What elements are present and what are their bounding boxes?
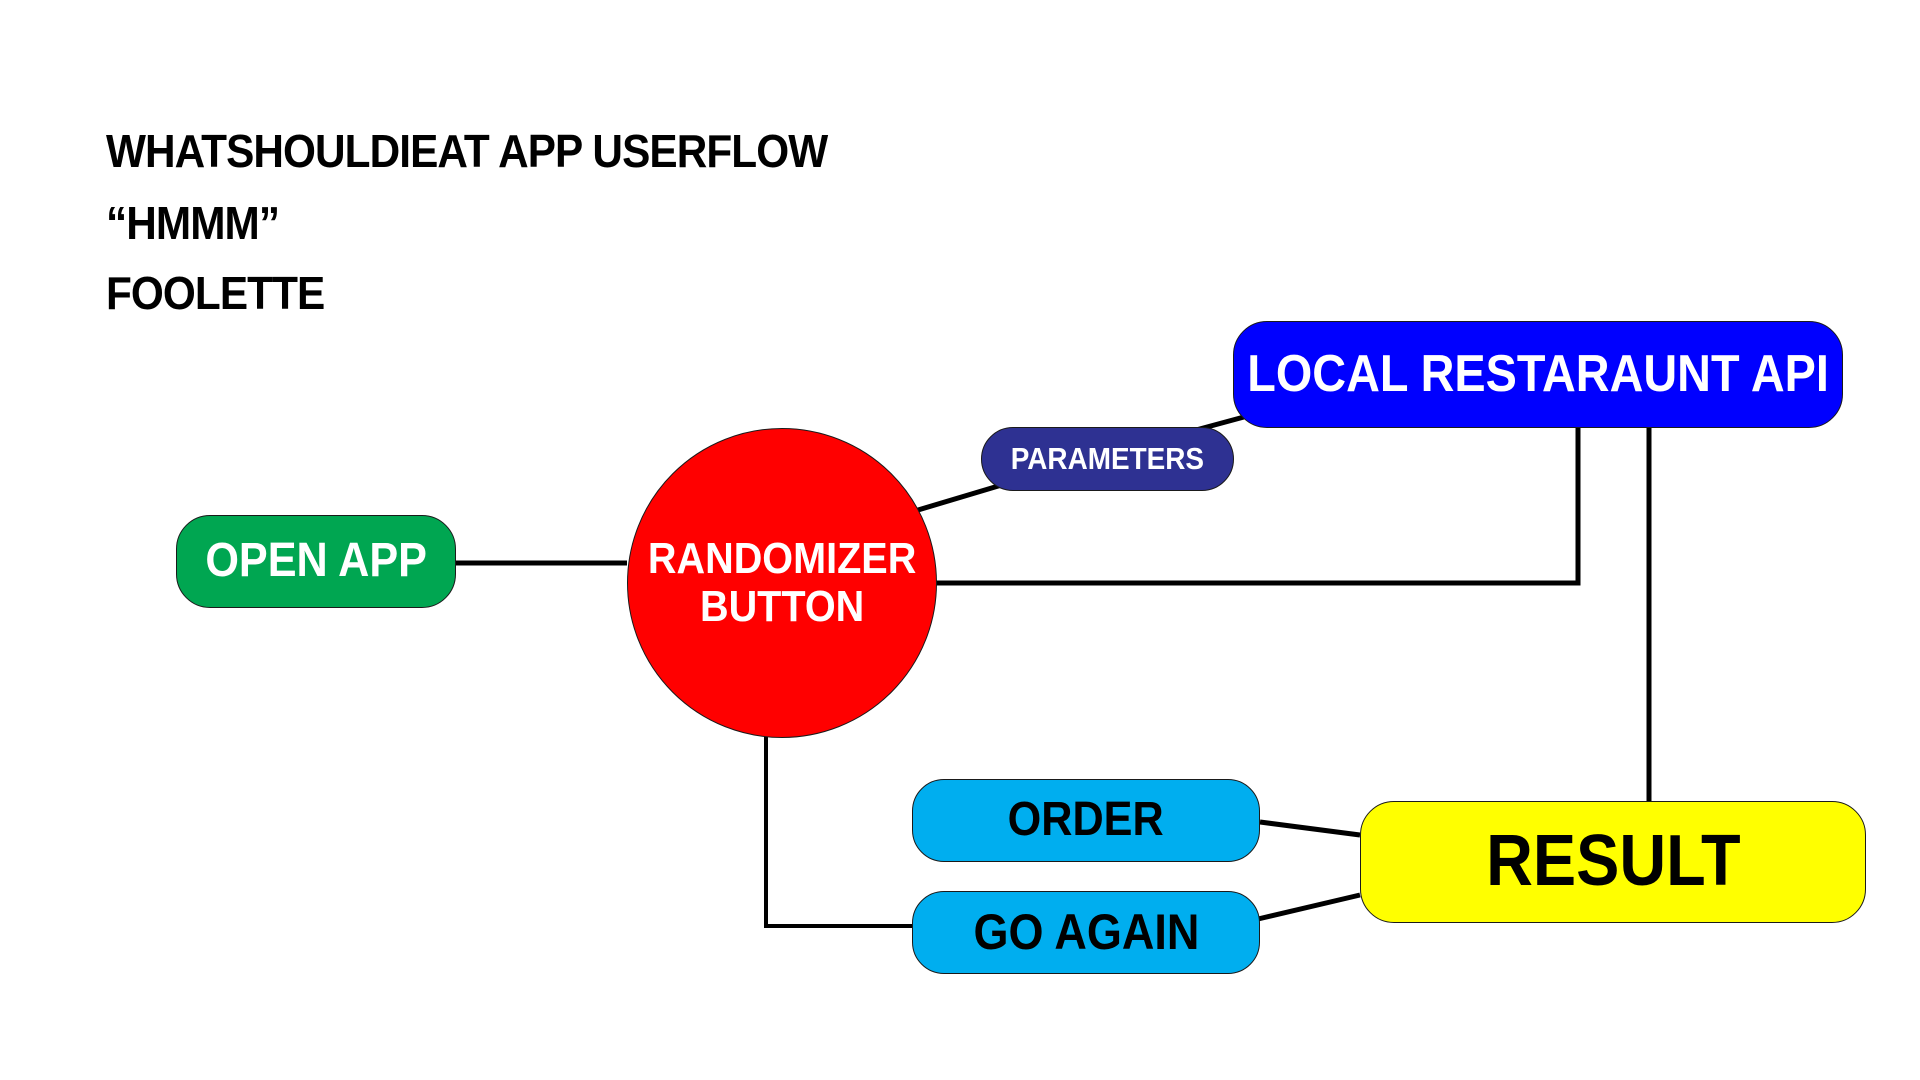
node-result: RESULT (1360, 801, 1866, 923)
node-go-again: GO AGAIN (912, 891, 1260, 974)
node-local-restaurant-api: LOCAL RESTARAUNT API (1233, 321, 1843, 428)
edge-randomizer-to-api (936, 428, 1581, 586)
node-order-label: ORDER (1007, 793, 1165, 847)
node-randomizer-button: RANDOMIZER BUTTON (627, 428, 937, 738)
node-go-again-label: GO AGAIN (973, 904, 1199, 960)
edge-randomizer-to-go-again (764, 736, 912, 928)
node-randomizer-label: RANDOMIZER BUTTON (647, 533, 917, 631)
node-parameters: PARAMETERS (981, 427, 1234, 491)
node-order: ORDER (912, 779, 1260, 862)
diagram-title: WHATSHOULDIEAT APP USERFLOW (106, 125, 828, 177)
node-open-app: OPEN APP (176, 515, 456, 608)
node-open-app-label: OPEN APP (205, 534, 427, 588)
edge-go-again-to-result (1257, 892, 1361, 922)
diagram-subtitle-hmmm: “HMMM” (106, 197, 280, 249)
node-parameters-label: PARAMETERS (1010, 440, 1205, 476)
node-api-label: LOCAL RESTARAUNT API (1247, 344, 1829, 403)
node-result-label: RESULT (1485, 821, 1741, 902)
edge-order-to-result (1259, 819, 1361, 838)
diagram-subtitle-foolette: FOOLETTE (106, 267, 325, 319)
edge-randomizer-to-parameters (917, 481, 1006, 513)
